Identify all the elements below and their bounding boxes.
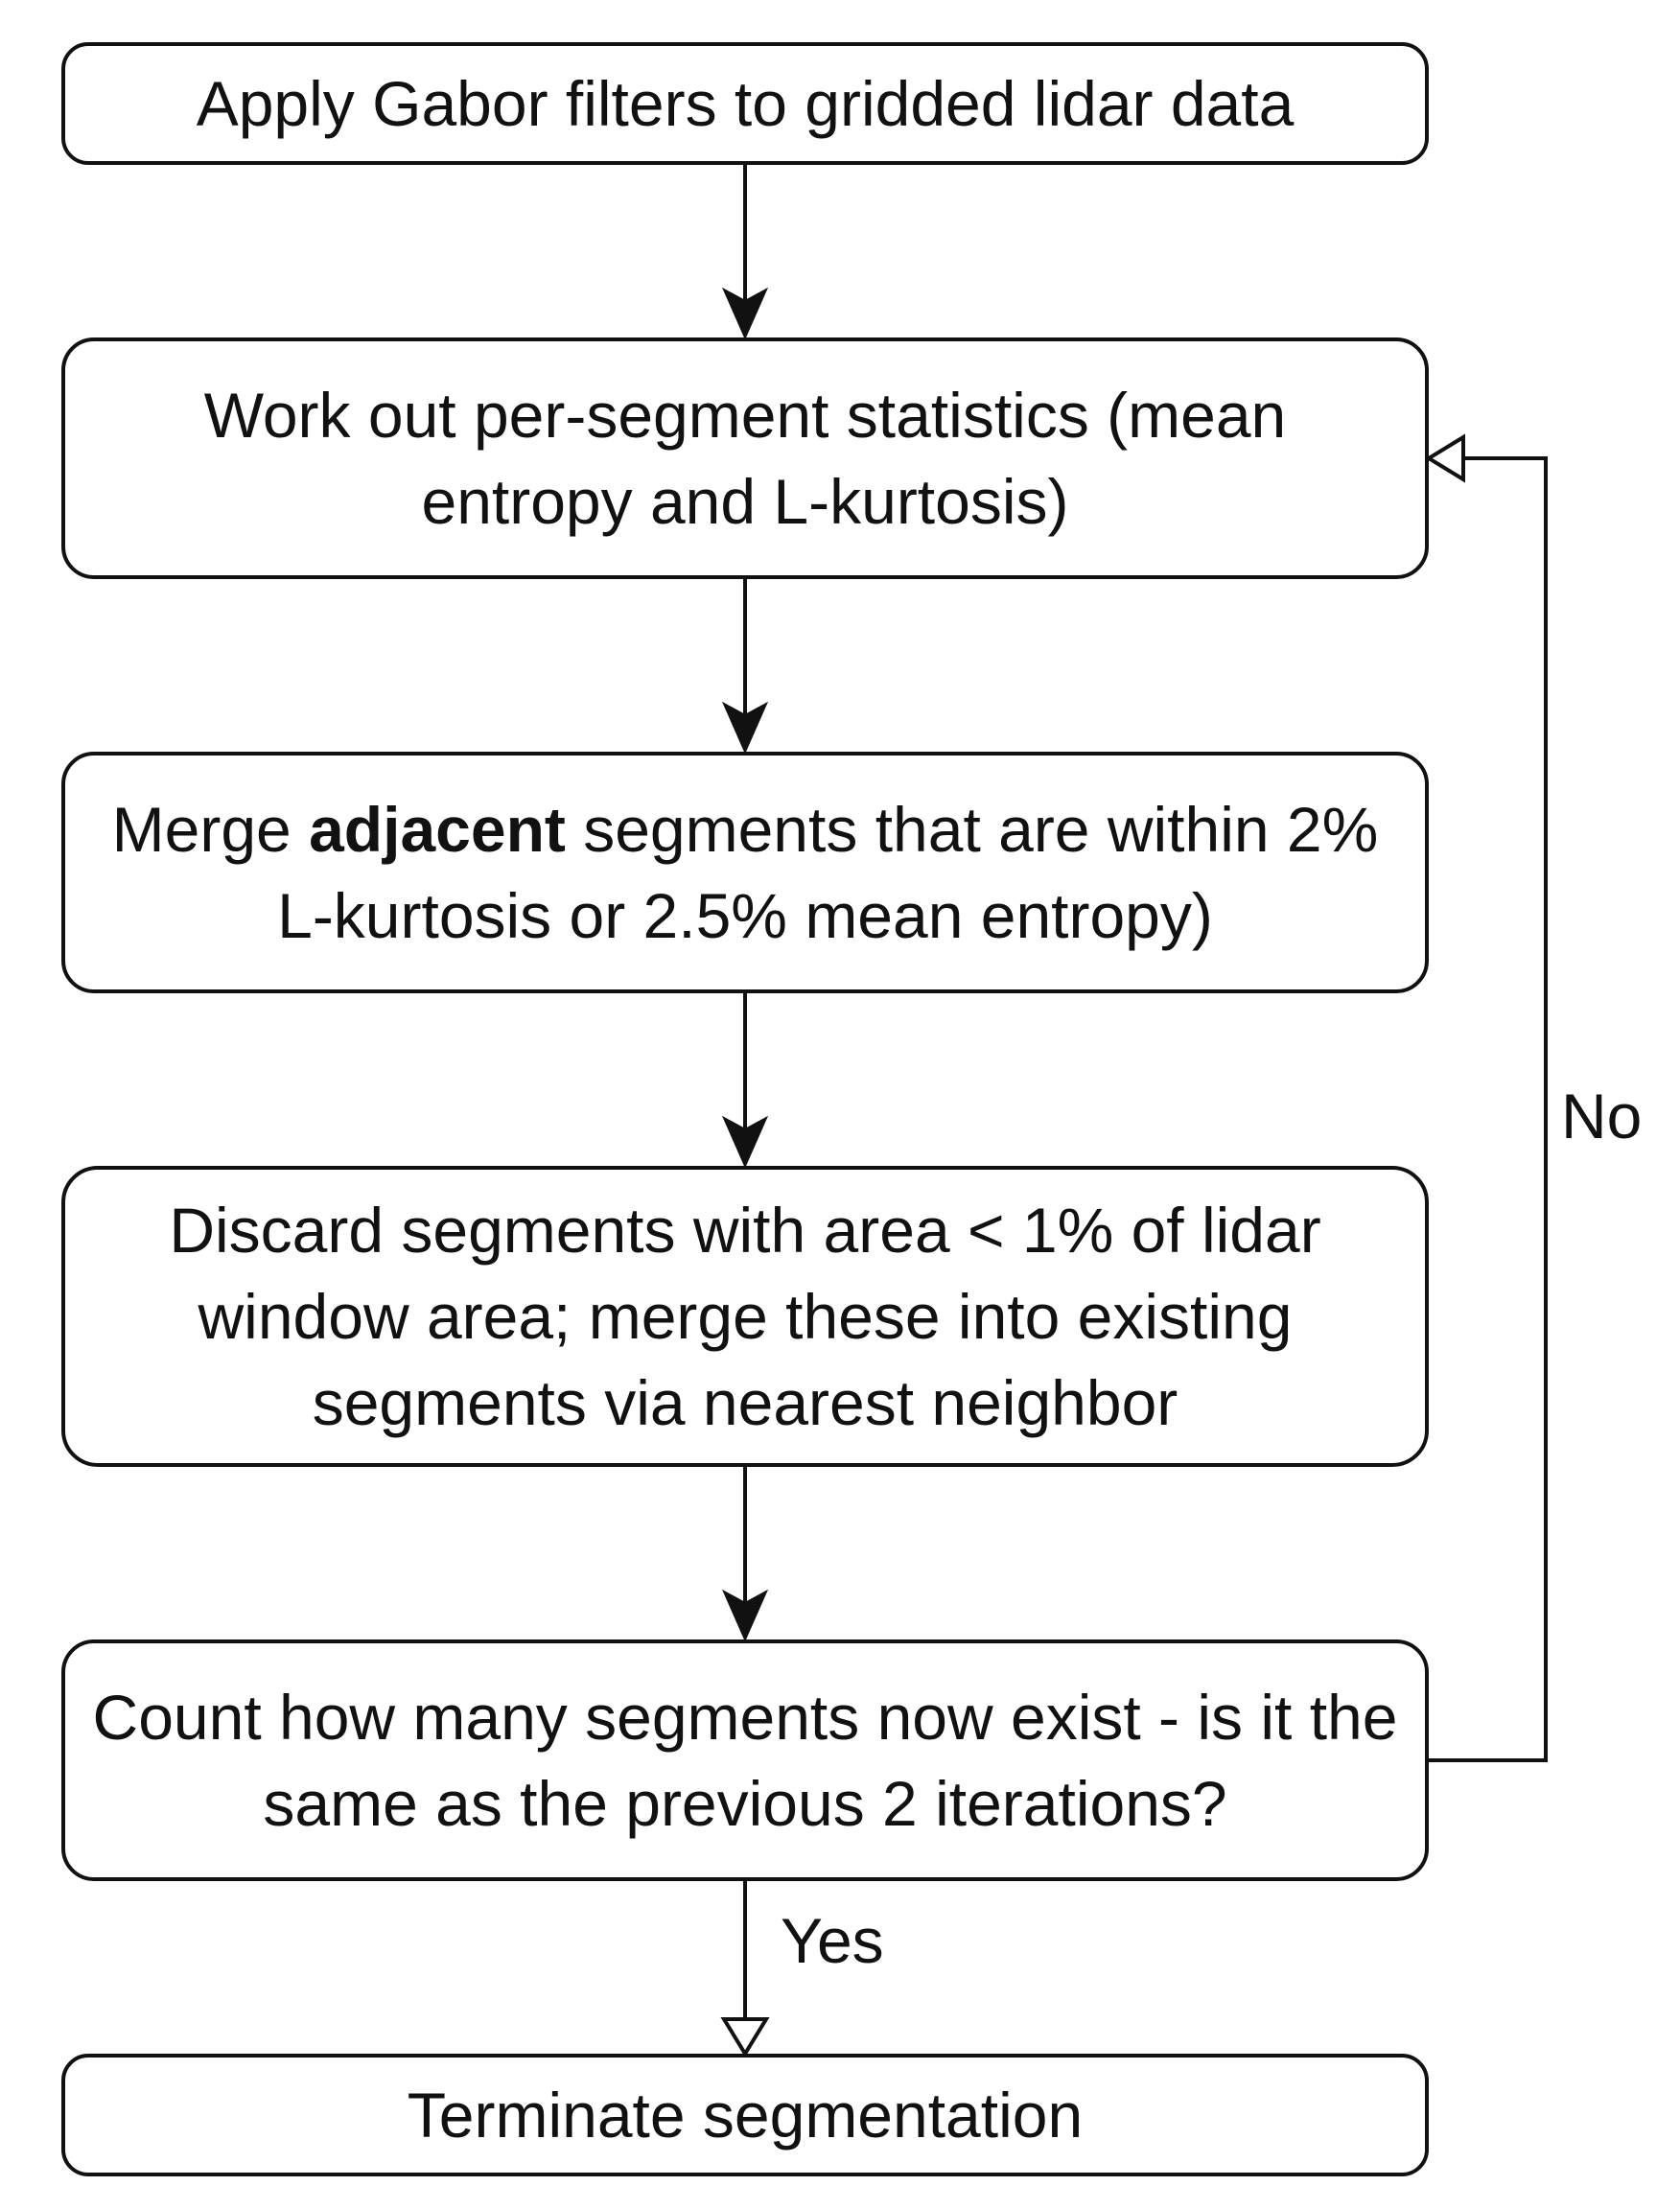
- node-merge-adjacent-text: Merge adjacent segments that are within …: [63, 754, 1427, 991]
- edge-label-no: No: [1561, 1081, 1643, 1151]
- arrowhead-apply-to-stats: [721, 287, 769, 340]
- arrowhead-count-to-stats-loop: [1425, 433, 1465, 483]
- node-apply-gabor-label: Apply Gabor filters to gridded lidar dat…: [196, 68, 1295, 139]
- edge-label-yes: Yes: [781, 1905, 884, 1976]
- node-merge-adjacent-label-start: Merge: [111, 794, 310, 865]
- arrowhead-stats-to-merge: [721, 701, 769, 755]
- node-per-segment-stats-label: Work out per-segment statistics (mean en…: [203, 380, 1287, 537]
- node-discard-small-text: Discard segments with area < 1% of lidar…: [63, 1168, 1427, 1465]
- node-terminate-label: Terminate segmentation: [407, 2080, 1084, 2151]
- node-merge-adjacent-label: Merge adjacent segments that are within …: [82, 786, 1408, 959]
- node-apply-gabor-text: Apply Gabor filters to gridded lidar dat…: [63, 44, 1427, 163]
- arrowhead-count-to-terminate: [720, 2017, 770, 2058]
- arrowhead-discard-to-count: [721, 1589, 769, 1642]
- node-merge-adjacent-label-bold: adjacent: [309, 794, 566, 865]
- node-count-segments-label: Count how many segments now exist - is i…: [92, 1682, 1398, 1839]
- node-count-segments-text: Count how many segments now exist - is i…: [63, 1641, 1427, 1879]
- node-merge-adjacent-label-end: segments that are within 2% L-kurtosis o…: [277, 794, 1379, 951]
- node-discard-small-label: Discard segments with area < 1% of lidar…: [169, 1195, 1321, 1438]
- edge-count-to-stats-loop: [1427, 456, 1548, 1762]
- node-per-segment-stats-text: Work out per-segment statistics (mean en…: [63, 339, 1427, 577]
- node-terminate-text: Terminate segmentation: [63, 2056, 1427, 2174]
- arrowhead-merge-to-discard: [721, 1115, 769, 1169]
